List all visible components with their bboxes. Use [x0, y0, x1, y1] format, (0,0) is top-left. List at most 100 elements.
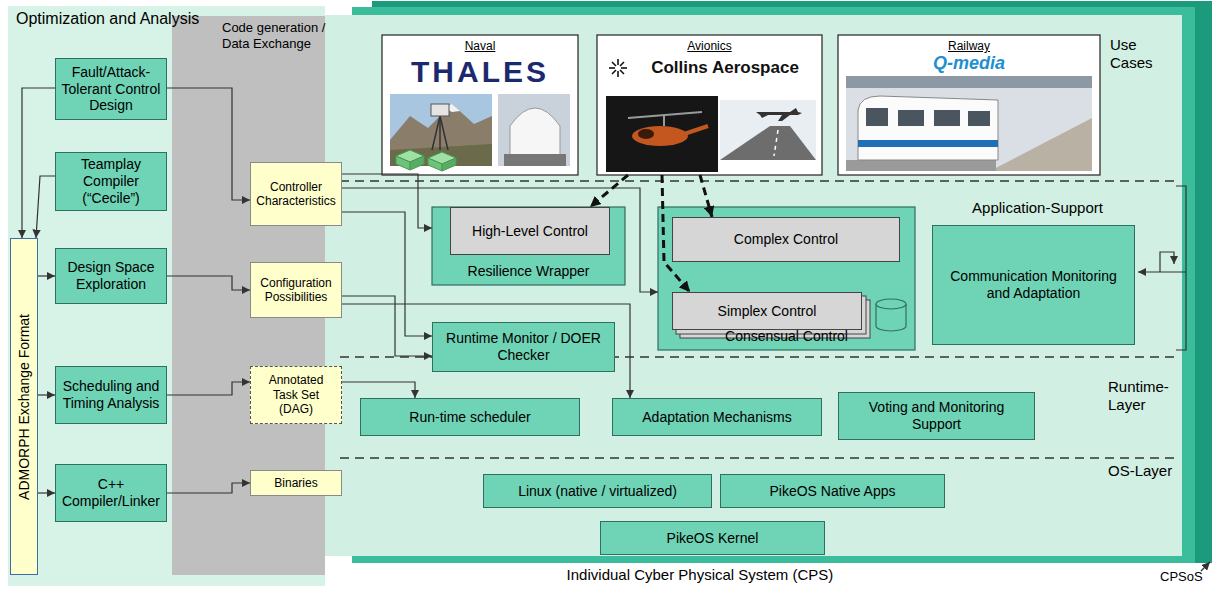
process-box: Fault/Attack-Tolerant Control Design	[55, 58, 167, 120]
railway-illustration	[990, 118, 1092, 171]
use-case-box-fill	[597, 35, 822, 175]
flow-arrow	[38, 492, 55, 493]
label-holder: THALES	[382, 55, 578, 88]
flow-arrow	[22, 88, 55, 238]
flow-arrow	[36, 176, 55, 238]
use-case-box: RailwayQ-media	[838, 35, 1100, 175]
label-holder: Application-Support	[930, 199, 1145, 217]
heading-text: Application-Support	[930, 199, 1145, 217]
mapping-arrow	[700, 175, 712, 217]
node-label: Communication Monitoring and Adaptation	[937, 268, 1130, 302]
naval-illustration	[439, 116, 441, 150]
collins-logo	[612, 70, 616, 74]
database-symbol	[876, 299, 906, 309]
layer-band: NavalTHALESAvionicsCollins AerospaceRail…	[325, 15, 1182, 181]
node-label: Simplex Control	[718, 303, 817, 320]
railway-illustration	[858, 140, 998, 147]
use-case-box: AvionicsCollins Aerospace	[597, 35, 822, 175]
label-holder: Use Cases	[1110, 36, 1172, 72]
flow-arrow	[342, 382, 415, 398]
avionics-illustration	[774, 130, 778, 156]
avionics-illustration	[720, 126, 816, 160]
label-holder: Consensual Control	[658, 328, 915, 345]
layer-separator	[340, 181, 1180, 458]
heading-text: Q-media	[838, 53, 1100, 75]
wrapper-box-fill	[658, 207, 915, 350]
feedback-bracket	[1176, 186, 1186, 350]
heading-text: Naval	[382, 39, 578, 53]
naval-illustration	[440, 116, 448, 150]
system-panel: NavalTHALESAvionicsCollins AerospaceRail…	[325, 15, 1182, 556]
label-holder: OS-Layer	[1108, 462, 1178, 480]
collins-logo	[612, 62, 616, 66]
artifact-box: Annotated Task Set (DAG)	[250, 366, 342, 424]
avionics-illustration	[606, 96, 718, 172]
railway-illustration	[846, 76, 1092, 88]
naval-illustration	[410, 156, 424, 170]
railway-illustration	[858, 96, 998, 160]
node-label: Runtime Monitor / DOER Checker	[437, 330, 610, 364]
node-label: Annotated Task Set (DAG)	[255, 373, 337, 416]
naval-illustration	[428, 158, 442, 171]
process-box: Runtime Monitor / DOER Checker	[432, 322, 615, 372]
flow-arrow	[167, 483, 250, 493]
layer-band: High-Level ControlResilience WrapperRunt…	[325, 181, 1182, 357]
process-box: PikeOS Kernel	[600, 521, 825, 555]
label-holder: Optimization and Analysis	[16, 9, 276, 28]
heading-text: OS-Layer	[1108, 462, 1178, 480]
mapping-arrow	[590, 175, 628, 207]
wrapper-box: Complex ControlSimplex ControlConsensual…	[658, 207, 915, 350]
avionics-illustration	[756, 108, 802, 121]
flow-arrow	[342, 188, 658, 292]
railway-illustration	[934, 110, 960, 126]
layer-band: Linux (native / virtualized)PikeOS Nativ…	[325, 458, 1182, 556]
process-box: Run-time scheduler	[360, 398, 580, 436]
label-holder: Runtime-Layer	[1108, 378, 1176, 414]
railway-illustration	[846, 160, 996, 171]
avionics-illustration	[606, 96, 816, 172]
node-label: Controller Characteristics	[255, 180, 337, 209]
heading-text: Runtime-Layer	[1108, 378, 1176, 414]
flow-arrow	[342, 304, 630, 398]
node-label: Run-time scheduler	[409, 409, 530, 426]
heading-text: Optimization and Analysis	[16, 9, 276, 28]
naval-illustration	[504, 154, 566, 166]
collins-logo	[620, 70, 624, 74]
wrapper-box: High-Level ControlResilience Wrapper	[432, 207, 625, 285]
node-label: C++ Compiler/Linker	[60, 476, 162, 510]
label-holder: Code generation / Data Exchange	[222, 20, 334, 51]
railway-illustration	[846, 76, 1092, 171]
collins-logo	[617, 71, 619, 77]
naval-illustration	[390, 94, 570, 171]
avionics-illustration	[638, 129, 654, 139]
flow-arrow	[342, 174, 432, 228]
database-symbol	[876, 299, 906, 331]
process-box: Communication Monitoring and Adaptation	[932, 225, 1135, 345]
heading-text: THALES	[382, 55, 578, 88]
heading-text: Collins Aerospace	[632, 58, 818, 78]
format-bar: ADMORPH Exchange Format	[10, 238, 38, 575]
use-case-box-fill	[382, 35, 578, 175]
section-panel: Controller CharacteristicsConfiguration …	[8, 6, 325, 586]
node-label: Scheduling and Timing Analysis	[60, 378, 162, 412]
process-box: Voting and Monitoring Support	[838, 392, 1035, 440]
naval-illustration	[396, 156, 410, 170]
feedback-bracket	[1138, 186, 1186, 350]
heading-text: Railway	[838, 39, 1100, 53]
avionics-illustration	[663, 116, 665, 126]
process-box: PikeOS Native Apps	[720, 474, 945, 508]
collins-logo	[617, 59, 619, 65]
node-label: Teamplay Compiler (“Cecile”)	[60, 156, 162, 206]
collins-logo	[609, 59, 627, 77]
label-holder: Avionics	[597, 39, 822, 53]
artifact-box: Binaries	[250, 470, 342, 496]
node-label: Binaries	[274, 476, 317, 490]
feedback-bracket	[1160, 252, 1174, 272]
use-case-box-fill	[838, 35, 1100, 175]
heading-text: Resilience Wrapper	[432, 263, 625, 280]
label-holder: Naval	[382, 39, 578, 53]
flow-arrow	[38, 394, 55, 395]
railway-illustration	[898, 110, 924, 126]
node-label: High-Level Control	[472, 223, 588, 240]
heading-text: Avionics	[597, 39, 822, 53]
